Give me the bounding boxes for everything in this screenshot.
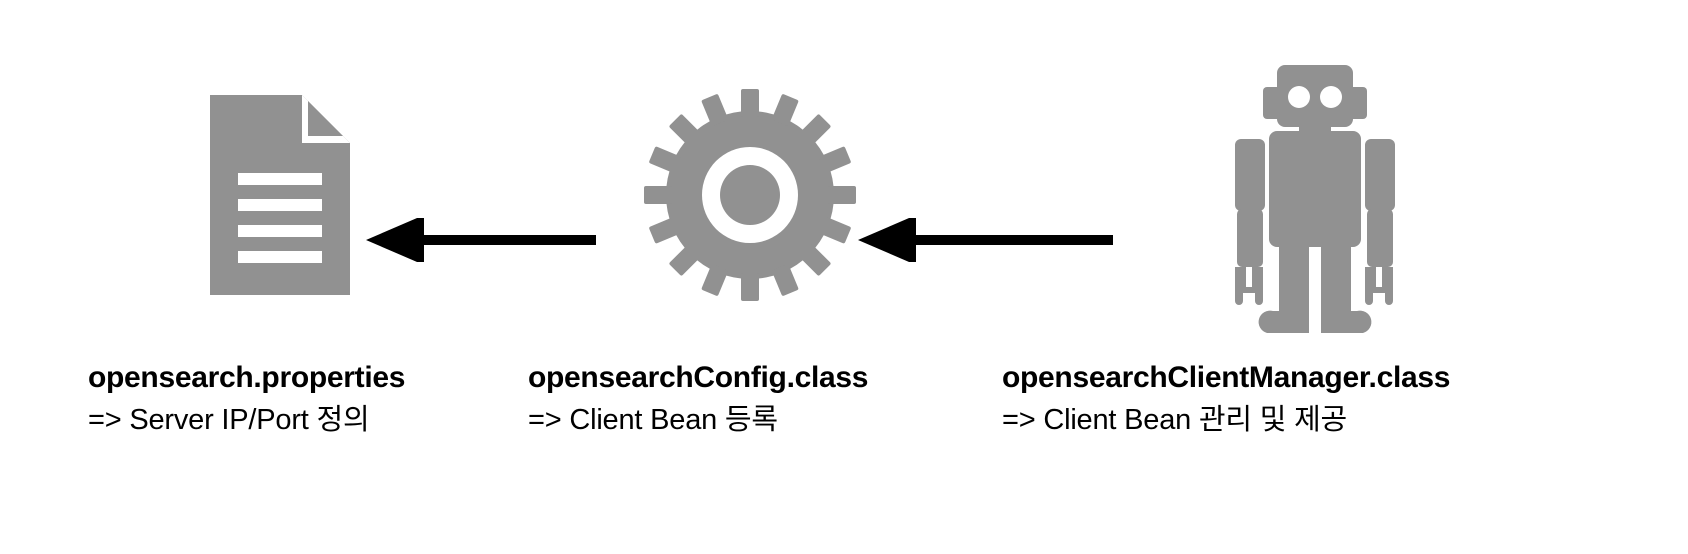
document-icon [210,95,350,295]
node-title: opensearchClientManager.class [1002,361,1451,394]
node-title: opensearchConfig.class [528,361,869,394]
robot-icon-wrapper [980,50,1688,340]
arrow-config-to-properties [366,215,596,267]
node-subtitle: => Client Bean 등록 [528,403,778,436]
document-icon-wrapper [40,50,640,340]
arrow-manager-to-config [858,215,1113,267]
left-arrow-icon [858,215,1113,265]
node-opensearch-config: opensearchConfig.class => Client Bean 등록 [520,0,980,554]
labels-opensearch-client-manager: opensearchClientManager.class => Client … [980,358,1672,440]
node-subtitle: => Client Bean 관리 및 제공 [1002,403,1348,436]
labels-opensearch-config: opensearchConfig.class => Client Bean 등록 [520,358,988,440]
node-opensearch-properties: opensearch.properties => Server IP/Port … [40,0,520,554]
gear-icon [644,89,856,301]
node-title: opensearch.properties [88,361,406,394]
left-arrow-icon [366,215,596,265]
node-subtitle: => Server IP/Port 정의 [88,403,370,436]
robot-icon [1235,65,1395,333]
node-opensearch-client-manager: opensearchClientManager.class => Client … [980,0,1650,554]
gear-icon-wrapper [520,50,1040,340]
labels-opensearch-properties: opensearch.properties => Server IP/Port … [40,358,568,440]
